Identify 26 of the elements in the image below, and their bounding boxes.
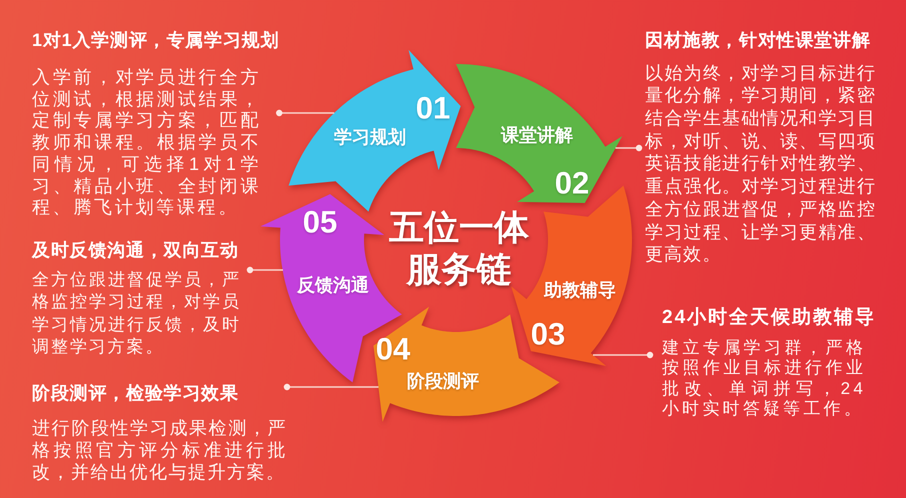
step-number: 02 [554, 168, 590, 198]
step-label: 阶段测评 [407, 372, 479, 390]
leader-line [284, 384, 378, 390]
step-number: 04 [376, 334, 410, 364]
step-label: 反馈沟通 [297, 276, 369, 294]
leader-line [616, 144, 642, 152]
center-title: 五位一体服务链 [388, 207, 530, 291]
section-heading: 因材施教，针对性课堂讲解 [645, 29, 871, 51]
section-heading: 及时反馈沟通，双向互动 [32, 239, 239, 261]
leader-line [276, 110, 334, 116]
description-text: 全方位跟进督促学员，严格监控学习过程，对学员学习情况进行反馈，及时调整学习方案。 [32, 268, 241, 358]
step-number: 05 [302, 206, 338, 238]
section-heading: 1对1入学测评，专属学习规划 [32, 29, 280, 51]
leader-line [593, 352, 654, 358]
leader-line [246, 266, 283, 274]
step-number: 01 [416, 92, 450, 124]
step-label: 助教辅导 [544, 281, 616, 299]
description-text: 进行阶段性学习成果检测，严格按照官方评分标准进行批改，并给出优化与提升方案。 [32, 417, 287, 483]
description-text: 建立专属学习群，严格按照作业目标进行作业批改、单词拼写，24小时实时答疑等工作。 [662, 338, 866, 420]
step-label: 学习规划 [334, 128, 406, 146]
step-number: 03 [530, 318, 566, 350]
description-text: 以始为终，对学习目标进行量化分解，学习期间，紧密结合学生基础情况和学习目标，对听、说、读、写四项英语技能进行针对性教学、重点强化。对学习过程进行全方位跟进督促，严格监控学习过程、让学习更精准、更高效。 [645, 62, 876, 266]
section-heading: 阶段测评，检验学习效果 [32, 382, 239, 404]
description-text: 入学前，对学员进行全方位测试，根据测试结果，定制专属学习方案，匹配教师和课程。根据学员不同情况，可选择1对1学习、精品小班、全封闭课程、腾飞计划等课程。 [32, 67, 261, 219]
section-heading: 24小时全天候助教辅导 [662, 307, 876, 329]
step-label: 课堂讲解 [501, 126, 573, 144]
